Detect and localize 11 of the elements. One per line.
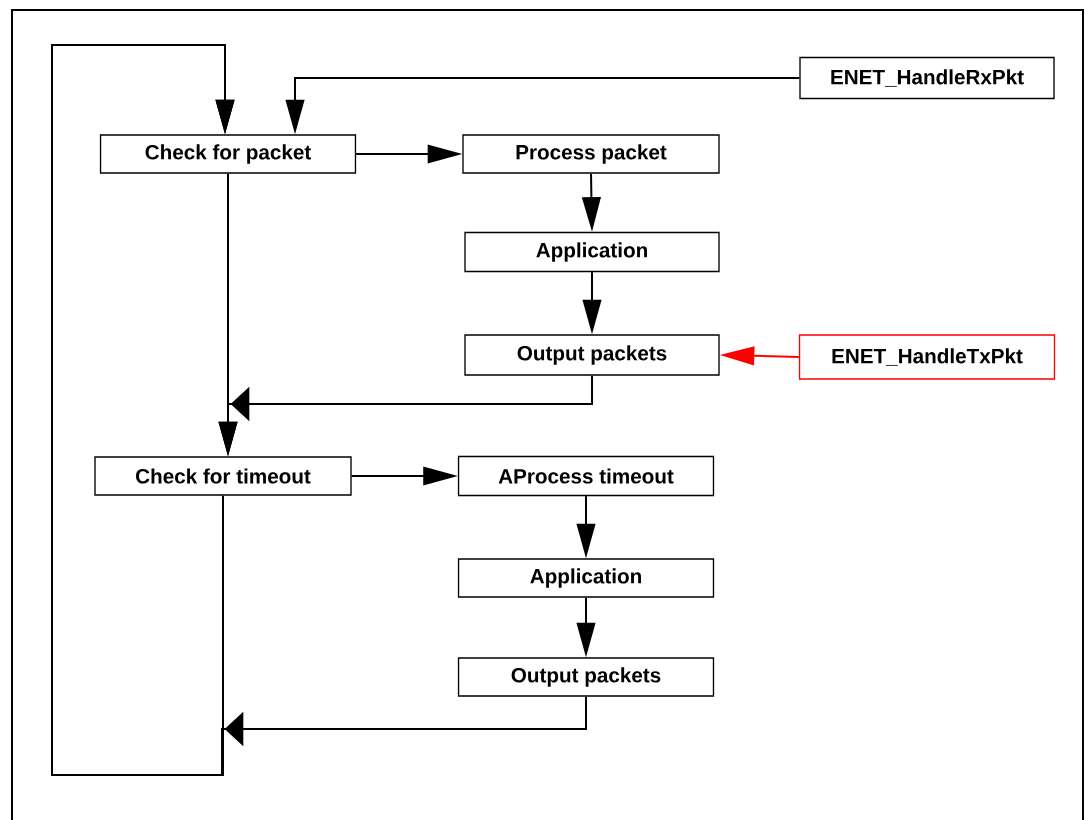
process-box: Application [464, 231, 720, 273]
process-box: Check for timeout [94, 456, 352, 496]
process-box: Process packet [462, 134, 720, 174]
process-box: ENET_HandleRxPkt [799, 56, 1055, 100]
process-box: Application [457, 558, 715, 598]
process-box: Check for packet [99, 134, 357, 174]
arrow [51, 44, 587, 776]
process-box: Output packets [457, 657, 715, 697]
process-box: Output packets [464, 334, 720, 376]
process-box: AProcess timeout [457, 455, 715, 497]
process-box: ENET_HandleTxPkt [798, 334, 1056, 380]
